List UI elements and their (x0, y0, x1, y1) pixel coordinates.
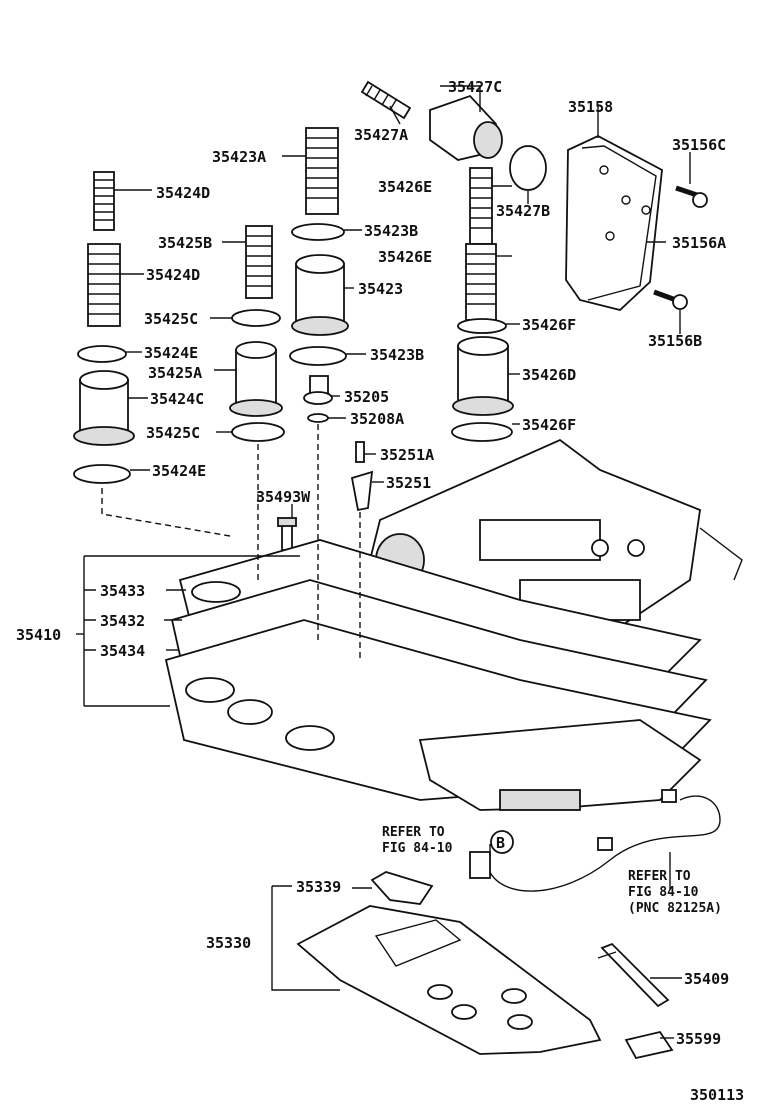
callout-35410: 35410 (16, 626, 61, 644)
callout-35158: 35158 (568, 98, 613, 116)
refer-marker-circle (490, 830, 514, 854)
callout-35425B: 35425B (158, 234, 212, 252)
refer-note-2-line2: FIG 84-10 (628, 885, 699, 900)
callout-35156B: 35156B (648, 332, 702, 350)
callout-35330: 35330 (206, 934, 251, 952)
o-ring-35424E (73, 464, 131, 484)
spring-35205 (303, 375, 333, 405)
o-ring-35423B-mid (289, 346, 347, 366)
o-ring-35425C-top (231, 309, 281, 327)
valve-body-lower (418, 719, 702, 811)
refer-note-2-line3: (PNC 82125A) (628, 901, 722, 916)
strainer-gasket-35339 (370, 871, 434, 905)
callout-35599: 35599 (676, 1030, 721, 1048)
refer-marker-b: B (496, 834, 505, 852)
callout-35424E: 35424E (152, 462, 206, 480)
callout-35423: 35423 (358, 280, 403, 298)
callout-35427C: 35427C (448, 78, 502, 96)
leader-lines (76, 85, 691, 1039)
callout-35425C-top: 35425C (144, 310, 198, 328)
o-ring-35423B-top (291, 223, 345, 241)
figure-number: 350113 (690, 1086, 744, 1104)
spring-35424D-top (93, 171, 115, 231)
refer-note-2-line1: REFER TO (628, 869, 691, 884)
callout-35425A: 35425A (148, 364, 202, 382)
detent-spring-35409 (597, 942, 670, 1008)
callout-35425C-mid: 35425C (146, 424, 200, 442)
callout-35156C: 35156C (672, 136, 726, 154)
callout-35426F-top: 35426F (522, 316, 576, 334)
spring-35426E-mid (465, 243, 497, 321)
spring-35426E-top (469, 167, 493, 245)
cover-35599 (624, 1030, 674, 1060)
callout-35432: 35432 (100, 612, 145, 630)
valve-35427C (429, 94, 503, 161)
o-ring-35425C-mid (231, 422, 285, 442)
callout-35251A: 35251A (380, 446, 434, 464)
o-ring-35424E-top (77, 345, 127, 363)
sleeve-35425A (229, 341, 283, 417)
o-ring-35426F-mid (451, 422, 513, 442)
callout-35409: 35409 (684, 970, 729, 988)
oil-strainer-35330 (296, 905, 602, 1055)
callout-35433: 35433 (100, 582, 145, 600)
spring-35427A (360, 80, 412, 120)
callout-35426F-mid: 35426F (522, 416, 576, 434)
clip-35208A (307, 413, 329, 423)
sleeve-35426D (452, 336, 514, 416)
refer-note-1-line2: FIG 84-10 (382, 841, 453, 856)
bolt-35156B (653, 289, 688, 310)
wire-harness (469, 789, 721, 892)
callout-35251: 35251 (386, 474, 431, 492)
o-ring-35427B (509, 145, 547, 191)
callout-35434: 35434 (100, 642, 145, 660)
callout-35423A: 35423A (212, 148, 266, 166)
callout-35208A: 35208A (350, 410, 404, 428)
sleeve-35423 (291, 254, 349, 336)
sleeve-35424C (73, 370, 135, 446)
spring-35424D (87, 243, 121, 327)
callout-35426E-mid: 35426E (378, 248, 432, 266)
callout-35205: 35205 (344, 388, 389, 406)
callout-35423B-top: 35423B (364, 222, 418, 240)
spring-35423A (305, 127, 339, 215)
bolt-35156C (675, 185, 708, 208)
callout-35426D: 35426D (522, 366, 576, 384)
callout-35156A: 35156A (672, 234, 726, 252)
callout-35339: 35339 (296, 878, 341, 896)
o-ring-35426F-top (457, 318, 507, 334)
bolt-35493W (277, 517, 297, 551)
callout-35424C: 35424C (150, 390, 204, 408)
refer-note-1-line1: REFER TO (382, 825, 445, 840)
callout-35423B-mid: 35423B (370, 346, 424, 364)
callout-35493W: 35493W (256, 488, 311, 506)
callout-35424D: 35424D (146, 266, 200, 284)
callout-35424D-top: 35424D (156, 184, 210, 202)
plate-35158 (565, 134, 663, 311)
spring-35425B (245, 225, 273, 299)
callout-35424E-top: 35424E (144, 344, 198, 362)
dashed-guide-line (101, 488, 231, 537)
callout-35427B: 35427B (496, 202, 550, 220)
solenoid-35251 (350, 441, 374, 512)
callout-35427A: 35427A (354, 126, 408, 144)
callout-35426E-top: 35426E (378, 178, 432, 196)
